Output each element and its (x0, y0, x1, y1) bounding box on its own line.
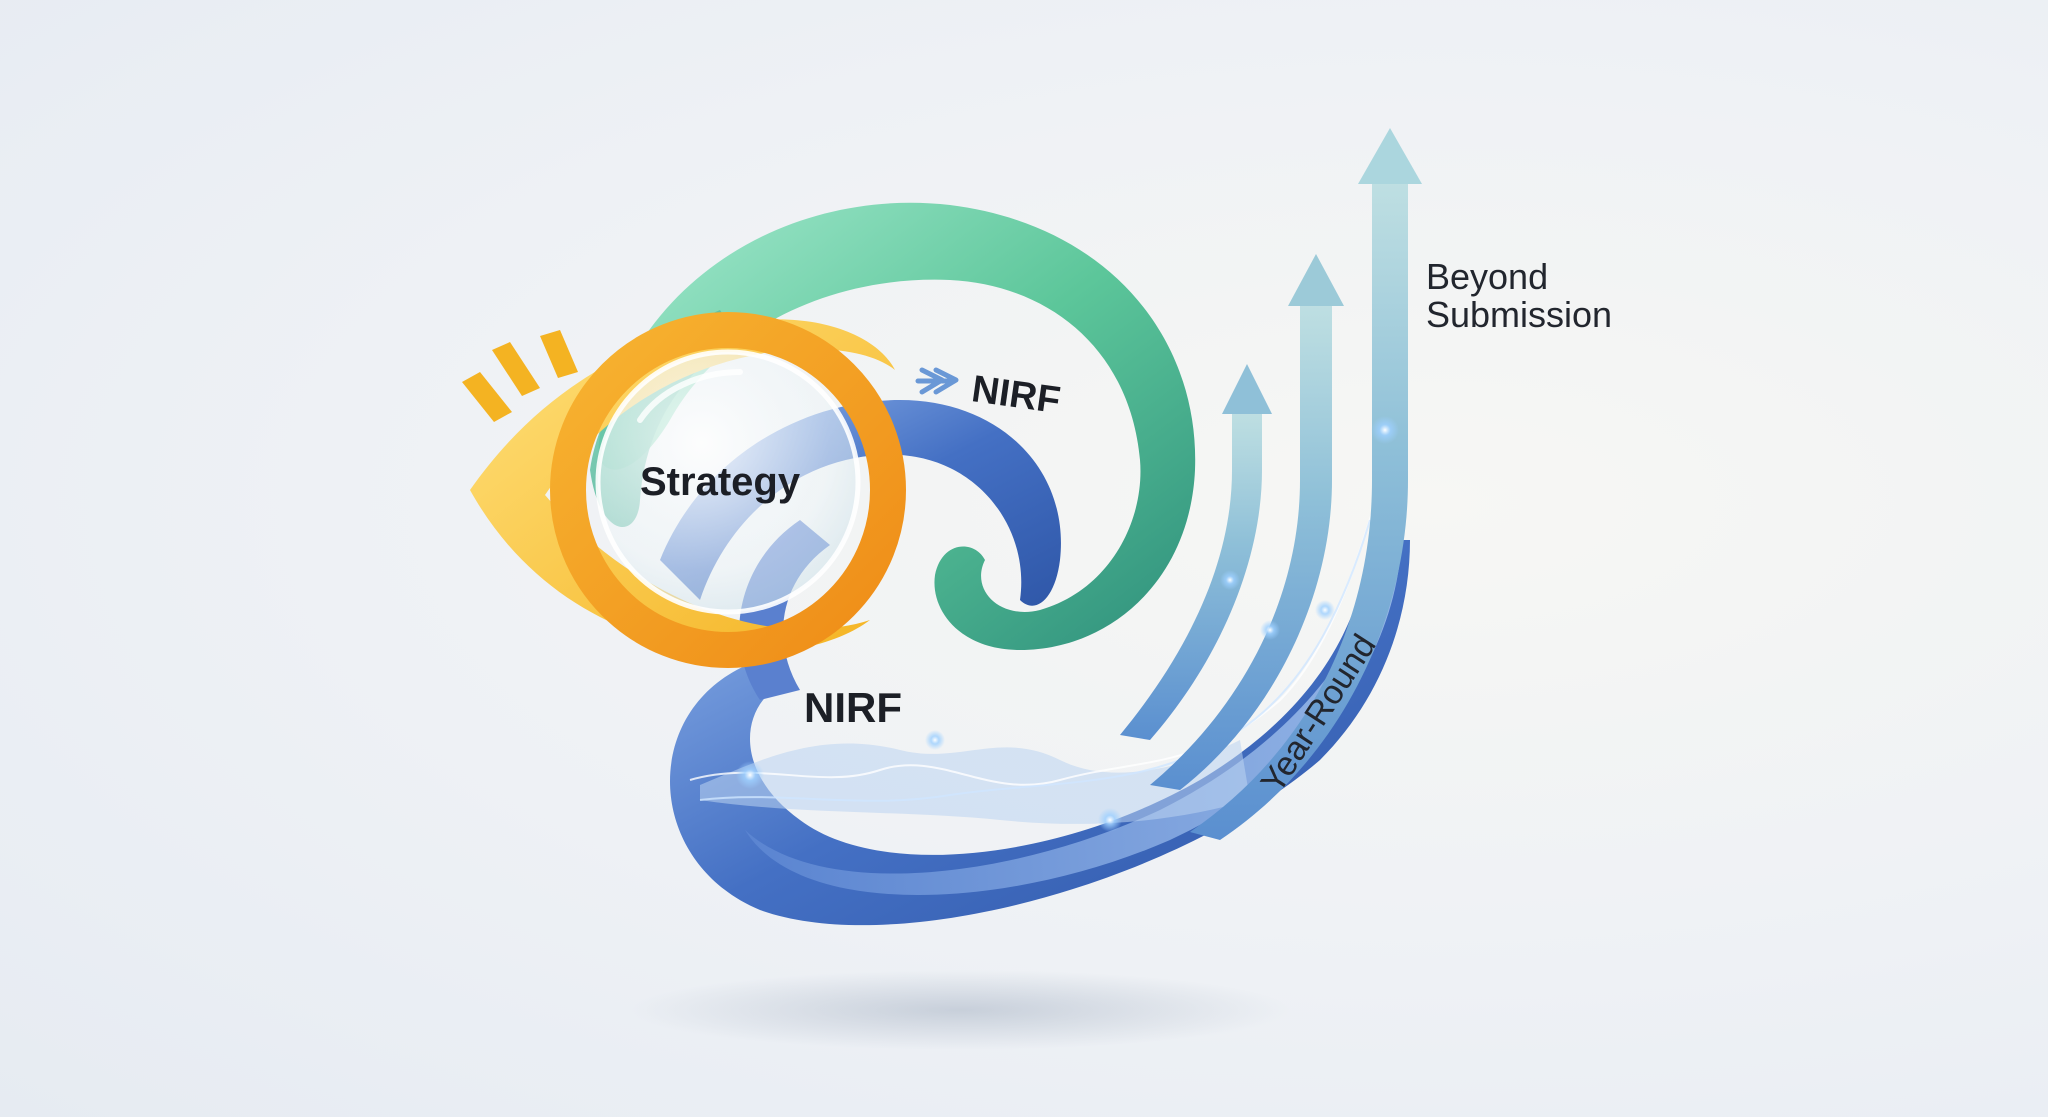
glow-node (1315, 600, 1335, 620)
beyond-submission-label: Beyond Submission (1426, 258, 1612, 334)
lens (595, 349, 861, 615)
arrow-up-icon (1288, 254, 1344, 306)
strategy-label: Strategy (640, 460, 801, 504)
orange-ring (550, 312, 906, 668)
glow-node (1098, 808, 1122, 832)
glow-node (1260, 620, 1280, 640)
beyond-submission-line2: Submission (1426, 294, 1613, 335)
arrow-up-icon (1222, 364, 1272, 414)
eye-lash (462, 372, 512, 422)
double-chevron-right-icon (915, 367, 959, 395)
arrow-up-icon (1150, 302, 1332, 790)
nirf-label-bottom: NIRF (804, 684, 902, 731)
glow-node (925, 730, 945, 750)
floor-shadow (630, 970, 1290, 1050)
wave-line-1 (689, 449, 1391, 786)
eye-lash (540, 330, 578, 378)
wave-line-2 (699, 519, 1371, 802)
arrow-up-icon (1190, 180, 1408, 840)
blue-ribbon-outer (670, 540, 1410, 926)
data-wave-band (700, 740, 1250, 824)
glow-node (1220, 570, 1240, 590)
lens-highlight (637, 369, 743, 423)
glow-node (736, 761, 764, 789)
eye-lash (492, 342, 540, 396)
arrow-up-icon (1358, 128, 1422, 184)
beyond-submission-line1: Beyond (1426, 256, 1549, 297)
glow-node (1371, 416, 1399, 444)
